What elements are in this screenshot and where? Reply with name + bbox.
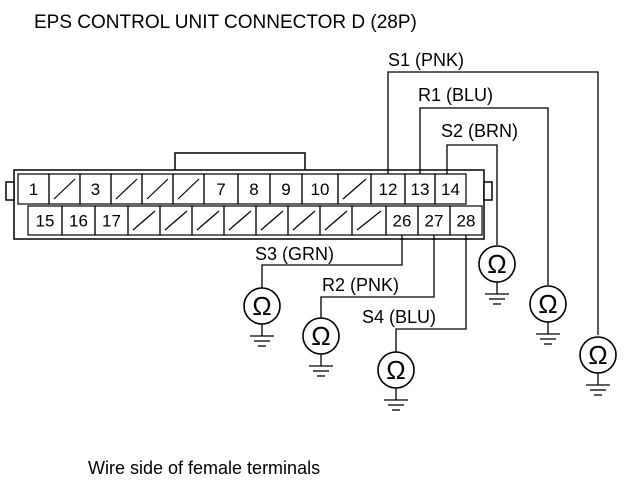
ground-icon [309, 365, 333, 377]
empty-cavity-mark [228, 210, 252, 231]
pin-label: 15 [36, 212, 55, 231]
empty-cavity-mark [196, 210, 220, 231]
pin-label: 1 [29, 180, 38, 199]
wire-r2 [320, 235, 435, 318]
connector-left-tab [5, 181, 15, 201]
ohm-icon: Ω [487, 249, 506, 279]
pin-label: 27 [425, 212, 444, 231]
pin-label: 12 [379, 180, 398, 199]
empty-cavity-mark [260, 210, 284, 231]
pin-label: 7 [216, 180, 225, 199]
empty-cavity-mark [146, 178, 169, 200]
pin-label: 9 [281, 180, 290, 199]
top-cell [434, 173, 467, 205]
wire-s1 [387, 71, 599, 335]
ohm-icon: Ω [538, 289, 557, 319]
ohmmeter-r1: Ω [529, 285, 567, 345]
wire-label-s1: S1 (PNK) [388, 50, 464, 70]
ohmmeter-s3: Ω [243, 287, 281, 347]
pin-label: 13 [411, 180, 430, 199]
empty-cavity-mark [342, 178, 367, 200]
ohm-icon: Ω [252, 291, 271, 321]
ohmmeter-s1: Ω [579, 336, 617, 396]
ohm-icon: Ω [311, 321, 330, 351]
connector-right-tab [483, 181, 493, 201]
ground-icon [384, 399, 408, 411]
wire-s2 [446, 144, 498, 245]
ohm-icon: Ω [588, 340, 607, 370]
ground-icon [586, 384, 610, 396]
empty-cavity-mark [292, 210, 316, 231]
ohmmeter-r2: Ω [302, 317, 340, 377]
pin-label: 28 [457, 212, 476, 231]
wire-s4 [395, 235, 467, 352]
pin-label: 8 [249, 180, 258, 199]
wire-label-s3: S3 (GRN) [255, 244, 334, 264]
empty-cavity-mark [177, 178, 200, 200]
empty-cavity-mark [324, 210, 348, 231]
ground-icon [250, 335, 274, 347]
ohmmeter-s4: Ω [377, 351, 415, 411]
pin-label: 3 [91, 180, 100, 199]
diagram-title: EPS CONTROL UNIT CONNECTOR D (28P) [34, 12, 417, 33]
wire-r1 [419, 107, 549, 285]
wire-label-s2: S2 (BRN) [441, 121, 518, 141]
pin-label: 16 [69, 212, 88, 231]
pin-label: 10 [311, 180, 330, 199]
empty-cavity-mark [356, 210, 382, 231]
empty-cavity-mark [164, 210, 188, 231]
wire-label-s4: S4 (BLU) [362, 307, 436, 327]
connector-latch [174, 152, 306, 172]
ground-icon [536, 333, 560, 345]
ohmmeter-s2: Ω [478, 245, 516, 305]
empty-cavity-mark [132, 210, 156, 231]
pin-label: 14 [441, 180, 460, 199]
wire-label-r2: R2 (PNK) [322, 275, 399, 295]
wiring: Ω Ω Ω Ω Ω Ω [243, 71, 617, 411]
pin-label: 17 [102, 212, 121, 231]
pin-label: 26 [393, 212, 412, 231]
empty-cavity-mark [53, 178, 76, 200]
wire-label-r1: R1 (BLU) [418, 85, 493, 105]
wire-s3 [261, 235, 403, 288]
diagram-caption: Wire side of female terminals [88, 458, 320, 478]
ohm-icon: Ω [386, 355, 405, 385]
empty-cavity-mark [115, 178, 138, 200]
ground-icon [485, 293, 509, 305]
